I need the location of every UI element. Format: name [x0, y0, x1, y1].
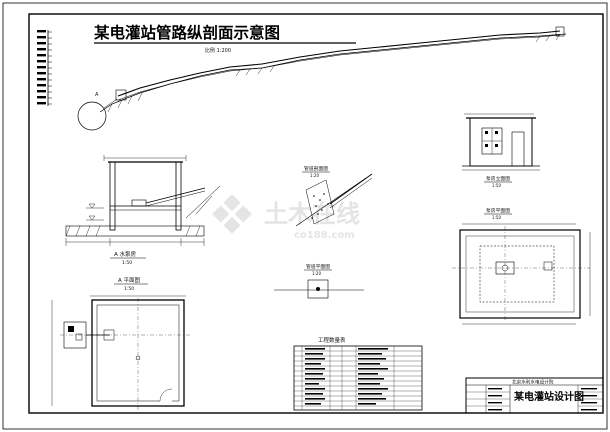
pipe-detail: 管道剖面图 1:20: [295, 165, 373, 227]
design-institute: 北京水利水电设计院: [512, 379, 554, 386]
watermark-logo-icon: [212, 194, 252, 234]
pipe-detail-title: 管道剖面图: [304, 165, 328, 172]
watermark: 土木在线 co188.com: [212, 194, 360, 241]
pipeline-profile: A: [37, 26, 567, 131]
title-block-name: 某电灌站设计图: [514, 390, 584, 403]
watermark-domain: co188.com: [294, 230, 355, 241]
station-elevation: 泵房立面图 1:50: [462, 113, 540, 188]
outlet-headwall: [555, 26, 565, 37]
station-plan: 泵房平面图 1:50: [452, 207, 591, 325]
pipeline: [117, 30, 561, 97]
station-elevation-scale: 1:50: [492, 183, 501, 188]
main-title: 某电灌站管路纵剖面示意图: [94, 23, 280, 42]
quantity-table: 工程数量表: [293, 336, 423, 411]
elevation-ruler: [37, 30, 52, 106]
sheet-inner-border: [28, 13, 604, 414]
section-a-scale: 1:50: [122, 260, 132, 266]
section-a-pump-house: A 水泵房 1:50: [65, 155, 221, 266]
station-elevation-title: 泵房立面图: [486, 175, 510, 182]
station-plan-scale: 1:50: [492, 215, 501, 220]
plan-a-scale: 1:50: [124, 286, 134, 292]
station-plan-title: 泵房平面图: [486, 207, 510, 214]
watermark-brand: 土木在线: [264, 200, 360, 228]
pipe-detail-scale: 1:20: [310, 173, 319, 178]
svg-text:A: A: [95, 92, 99, 98]
plan-a-title: A 平面图: [118, 276, 141, 284]
profile-pump-house: [115, 89, 127, 101]
pipe-plan-scale: 1:20: [312, 271, 321, 276]
section-a-title: A 水泵房: [114, 250, 137, 258]
ground-line: [99, 33, 567, 113]
main-scale: 比例 1:200: [205, 47, 231, 54]
detail-callout-circle: [77, 101, 107, 131]
pipe-plan-title: 管道平面图: [306, 263, 330, 270]
plan-a: A 平面图 1:50: [51, 276, 190, 410]
quantity-table-title: 工程数量表: [318, 336, 346, 344]
pipe-plan: 管道平面图 1:20: [274, 263, 364, 299]
title-block: 北京水利水电设计院 某电灌站设计图: [465, 377, 604, 414]
